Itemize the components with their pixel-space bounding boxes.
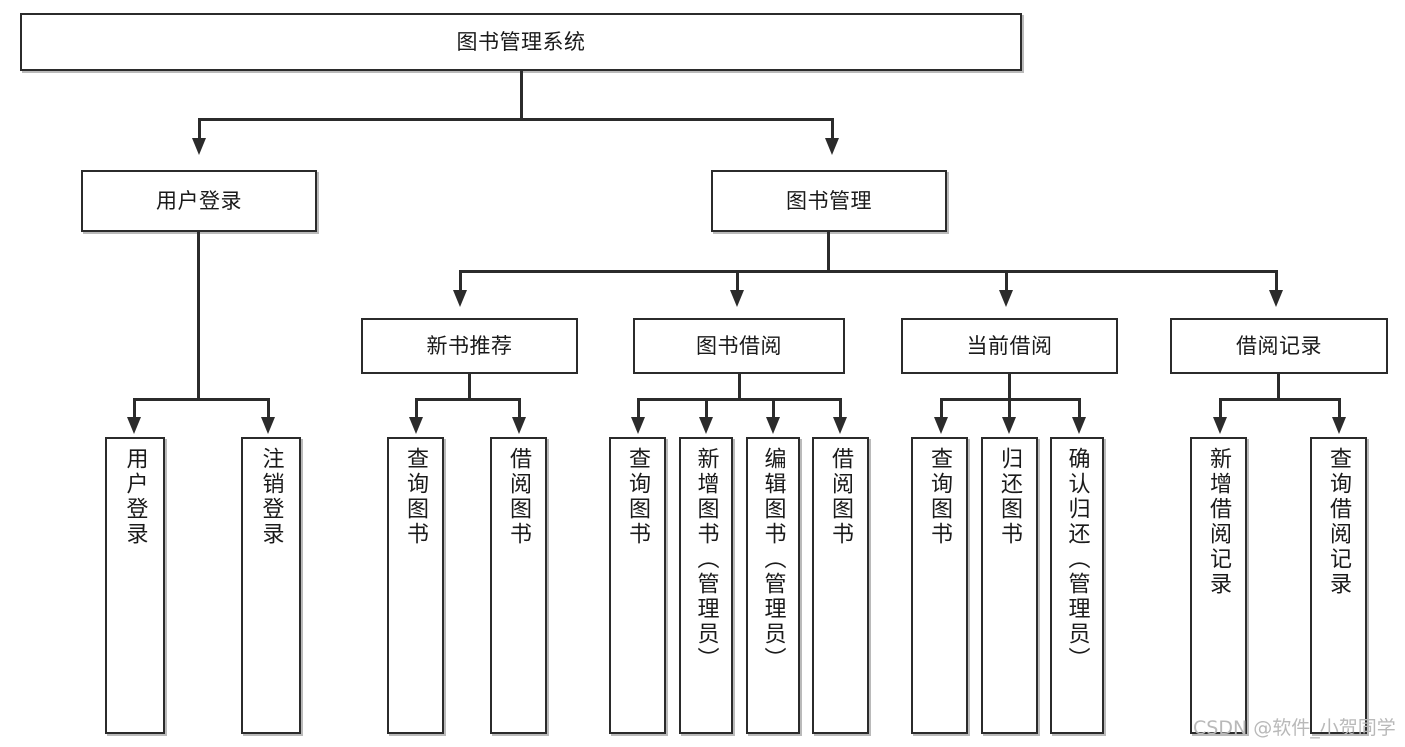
leaf-borrow-book-recommend[interactable]: 借阅图书 bbox=[490, 437, 547, 734]
edge-bookmgmt-drop-3 bbox=[1005, 270, 1008, 292]
arrow-to-leaf-query-book-a bbox=[409, 417, 423, 434]
watermark-text: CSDN @软件_小贺同学 bbox=[1193, 717, 1396, 739]
edge-userlogin-drop-1 bbox=[133, 398, 136, 418]
edge-bookborrow-drop-2 bbox=[705, 398, 708, 418]
edge-currentborrow-drop-2 bbox=[1008, 398, 1011, 418]
arrow-to-borrow-record bbox=[1269, 290, 1283, 307]
edge-newbook-drop-1 bbox=[415, 398, 418, 418]
leaf-add-book-admin[interactable]: 新增图书（管理员） bbox=[679, 437, 733, 734]
edge-currentborrow-stem bbox=[1008, 374, 1011, 400]
arrow-to-leaf-return-book bbox=[1002, 417, 1016, 434]
node-label: 借阅记录 bbox=[1236, 333, 1322, 358]
edge-bookborrow-drop-3 bbox=[772, 398, 775, 418]
edge-borrowrecord-stem bbox=[1277, 374, 1280, 400]
node-label: 借阅图书 bbox=[506, 447, 532, 547]
arrow-to-leaf-user-login bbox=[127, 417, 141, 434]
node-label: 查询图书 bbox=[403, 447, 429, 547]
leaf-add-borrow-record[interactable]: 新增借阅记录 bbox=[1190, 437, 1247, 734]
node-label: 编辑图书（管理员） bbox=[760, 447, 786, 672]
node-new-book-recommend[interactable]: 新书推荐 bbox=[361, 318, 578, 374]
edge-userlogin-bus bbox=[133, 398, 270, 401]
arrow-to-book-borrow bbox=[730, 290, 744, 307]
leaf-query-book-recommend[interactable]: 查询图书 bbox=[387, 437, 444, 734]
node-label: 新增图书（管理员） bbox=[693, 447, 719, 672]
edge-borrowrecord-drop-2 bbox=[1338, 398, 1341, 418]
edge-bookborrow-stem bbox=[738, 374, 741, 400]
node-user-login[interactable]: 用户登录 bbox=[81, 170, 317, 232]
edge-borrowrecord-bus bbox=[1219, 398, 1341, 401]
node-borrow-record[interactable]: 借阅记录 bbox=[1170, 318, 1388, 374]
node-label: 新增借阅记录 bbox=[1206, 447, 1232, 597]
leaf-query-borrow-record[interactable]: 查询借阅记录 bbox=[1310, 437, 1367, 734]
edge-bookmgmt-stem bbox=[827, 232, 830, 272]
edge-bookmgmt-drop-2 bbox=[736, 270, 739, 292]
edge-root-drop-2 bbox=[831, 118, 834, 140]
leaf-user-login[interactable]: 用户登录 bbox=[105, 437, 165, 734]
arrow-to-leaf-query-book-b bbox=[631, 417, 645, 434]
node-label: 图书借阅 bbox=[696, 333, 782, 358]
node-label: 用户登录 bbox=[156, 188, 242, 213]
edge-borrowrecord-drop-1 bbox=[1219, 398, 1222, 418]
node-label: 当前借阅 bbox=[966, 333, 1053, 358]
node-label: 图书管理系统 bbox=[456, 29, 586, 54]
node-label: 用户登录 bbox=[122, 447, 148, 547]
edge-root-bus bbox=[198, 118, 834, 121]
node-book-management[interactable]: 图书管理 bbox=[711, 170, 947, 232]
node-label: 图书管理 bbox=[786, 188, 872, 213]
edge-newbook-drop-2 bbox=[518, 398, 521, 418]
node-root-book-management-system[interactable]: 图书管理系统 bbox=[20, 13, 1022, 71]
node-label: 查询图书 bbox=[625, 447, 651, 547]
arrow-to-leaf-borrow-book-b bbox=[833, 417, 847, 434]
leaf-query-book-current[interactable]: 查询图书 bbox=[911, 437, 968, 734]
edge-currentborrow-drop-3 bbox=[1078, 398, 1081, 418]
node-label: 归还图书 bbox=[997, 447, 1023, 547]
node-label: 确认归还（管理员） bbox=[1064, 447, 1090, 672]
edge-bookborrow-drop-1 bbox=[637, 398, 640, 418]
node-label: 注销登录 bbox=[258, 447, 284, 547]
leaf-return-book[interactable]: 归还图书 bbox=[981, 437, 1038, 734]
arrow-to-leaf-confirm-return bbox=[1072, 417, 1086, 434]
arrow-to-leaf-add-record bbox=[1213, 417, 1227, 434]
arrow-to-user-login bbox=[192, 138, 206, 155]
node-book-borrow[interactable]: 图书借阅 bbox=[633, 318, 845, 374]
edge-root-stem bbox=[520, 71, 523, 120]
node-label: 新书推荐 bbox=[426, 333, 513, 358]
arrow-to-book-management bbox=[825, 138, 839, 155]
edge-userlogin-drop-2 bbox=[267, 398, 270, 418]
arrow-to-leaf-logout bbox=[261, 417, 275, 434]
node-current-borrow[interactable]: 当前借阅 bbox=[901, 318, 1118, 374]
arrow-to-new-book-recommend bbox=[453, 290, 467, 307]
edge-newbook-bus bbox=[415, 398, 521, 401]
edge-bookmgmt-bus bbox=[459, 270, 1277, 273]
edge-bookmgmt-drop-1 bbox=[459, 270, 462, 292]
leaf-query-book-borrow[interactable]: 查询图书 bbox=[609, 437, 666, 734]
edge-bookborrow-drop-4 bbox=[839, 398, 842, 418]
arrow-to-leaf-add-book bbox=[699, 417, 713, 434]
arrow-to-leaf-borrow-book-a bbox=[512, 417, 526, 434]
arrow-to-leaf-query-record bbox=[1332, 417, 1346, 434]
edge-bookmgmt-drop-4 bbox=[1275, 270, 1278, 292]
leaf-logout[interactable]: 注销登录 bbox=[241, 437, 301, 734]
edge-currentborrow-drop-1 bbox=[940, 398, 943, 418]
arrow-to-leaf-query-book-c bbox=[934, 417, 948, 434]
node-label: 查询借阅记录 bbox=[1326, 447, 1352, 597]
leaf-confirm-return-admin[interactable]: 确认归还（管理员） bbox=[1050, 437, 1104, 734]
leaf-borrow-book[interactable]: 借阅图书 bbox=[812, 437, 869, 734]
arrow-to-current-borrow bbox=[999, 290, 1013, 307]
arrow-to-leaf-edit-book bbox=[766, 417, 780, 434]
node-label: 借阅图书 bbox=[828, 447, 854, 547]
leaf-edit-book-admin[interactable]: 编辑图书（管理员） bbox=[746, 437, 800, 734]
edge-userlogin-stem bbox=[197, 232, 200, 400]
edge-root-drop-1 bbox=[198, 118, 201, 140]
node-label: 查询图书 bbox=[927, 447, 953, 547]
edge-bookborrow-bus bbox=[637, 398, 842, 401]
edge-newbook-stem bbox=[468, 374, 471, 400]
